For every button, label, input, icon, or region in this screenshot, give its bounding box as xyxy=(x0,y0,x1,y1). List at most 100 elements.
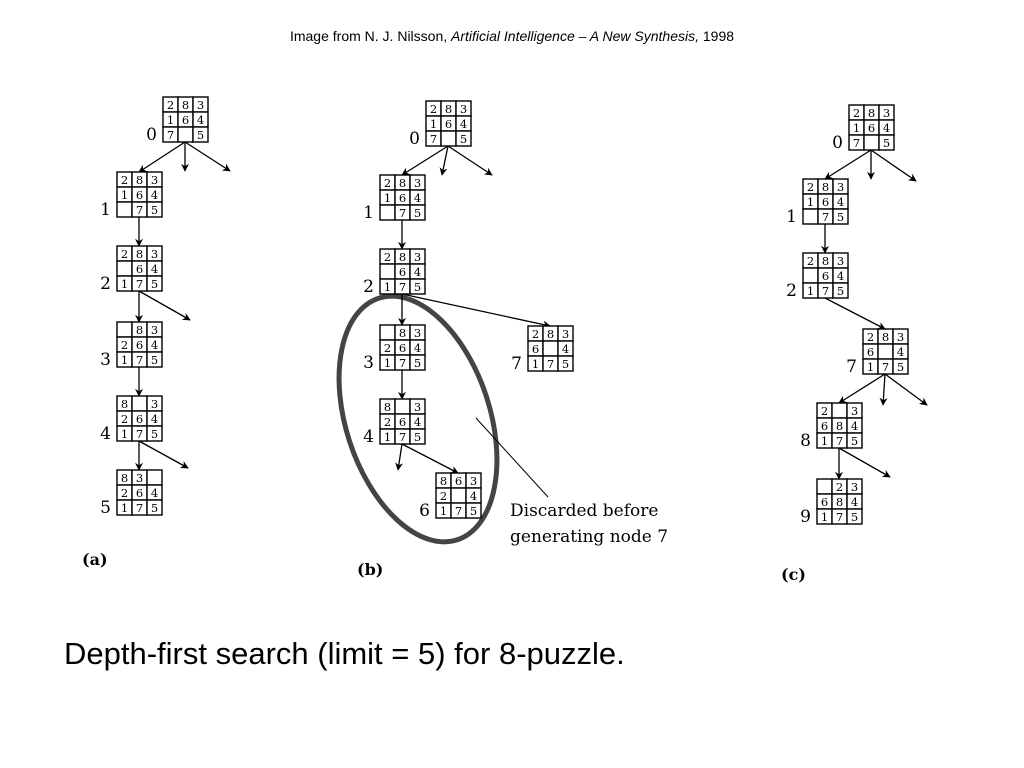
tile-number: 4 xyxy=(414,415,421,429)
puzzle-cell xyxy=(116,201,133,218)
tile-number: 6 xyxy=(399,341,406,355)
puzzle-cell xyxy=(379,263,396,280)
tile-number: 7 xyxy=(136,203,143,217)
tile-number: 4 xyxy=(151,188,158,202)
tile-number: 8 xyxy=(836,495,843,509)
puzzle-cell xyxy=(146,469,163,486)
node-number-label: 6 xyxy=(419,501,430,521)
node-number-label: 7 xyxy=(511,354,522,374)
tile-number: 1 xyxy=(121,427,128,441)
tile-number: 6 xyxy=(399,191,406,205)
tile-number: 1 xyxy=(807,284,814,298)
tile-number: 4 xyxy=(151,412,158,426)
tile-number: 7 xyxy=(455,504,462,518)
tile-number: 6 xyxy=(399,265,406,279)
credit-year: 1998 xyxy=(698,28,735,44)
puzzle-cell xyxy=(394,398,411,415)
tile-number: 3 xyxy=(460,102,467,116)
node-number-label: 9 xyxy=(800,507,811,527)
tile-number: 5 xyxy=(151,277,158,291)
tree-edge-arrow xyxy=(838,373,886,404)
tile-number: 3 xyxy=(197,98,204,112)
tile-number: 7 xyxy=(547,357,554,371)
puzzle-cell xyxy=(146,425,163,442)
tree-edge-arrow xyxy=(138,440,189,469)
tile-number: 5 xyxy=(897,360,904,374)
tile-number: 1 xyxy=(121,501,128,515)
credit-prefix: Image from N. J. Nilsson, xyxy=(289,28,452,44)
tile-number: 1 xyxy=(121,277,128,291)
node-number-label: 0 xyxy=(832,133,843,153)
discarded-annotation-text: generating node 7 xyxy=(510,527,668,547)
tree-edge-arrow xyxy=(138,141,186,173)
puzzle-cell xyxy=(802,208,819,225)
tile-number: 2 xyxy=(121,412,128,426)
tile-number: 6 xyxy=(136,188,143,202)
puzzle-cell xyxy=(146,275,163,292)
tile-number: 5 xyxy=(837,210,844,224)
puzzle-cell xyxy=(863,134,880,151)
tile-number: 7 xyxy=(136,501,143,515)
tile-number: 7 xyxy=(836,510,843,524)
tile-number: 6 xyxy=(867,345,874,359)
tile-number: 5 xyxy=(470,504,477,518)
tile-number: 6 xyxy=(455,474,462,488)
tile-number: 6 xyxy=(822,269,829,283)
puzzle-cell xyxy=(409,428,426,445)
tile-number: 4 xyxy=(837,195,844,209)
tile-number: 2 xyxy=(384,341,391,355)
tile-number: 7 xyxy=(430,132,437,146)
tile-number: 6 xyxy=(182,113,189,127)
tile-number: 8 xyxy=(136,323,143,337)
tile-number: 1 xyxy=(853,121,860,135)
tile-number: 7 xyxy=(853,136,860,150)
annotation-leader-line xyxy=(475,417,549,498)
tile-number: 1 xyxy=(430,117,437,131)
tile-number: 1 xyxy=(384,280,391,294)
tile-number: 2 xyxy=(384,176,391,190)
node-number-label: 1 xyxy=(786,207,797,227)
tile-number: 4 xyxy=(151,338,158,352)
puzzle-cell xyxy=(877,343,894,360)
tile-number: 5 xyxy=(151,427,158,441)
tile-number: 2 xyxy=(384,250,391,264)
puzzle-cell xyxy=(878,134,895,151)
tile-number: 5 xyxy=(151,501,158,515)
tile-number: 3 xyxy=(414,400,421,414)
tile-number: 7 xyxy=(136,353,143,367)
tile-number: 5 xyxy=(460,132,467,146)
puzzle-cell xyxy=(450,487,467,504)
discarded-annotation-text: Discarded before xyxy=(510,501,658,521)
tile-number: 6 xyxy=(136,412,143,426)
tile-number: 2 xyxy=(121,338,128,352)
node-number-label: 8 xyxy=(800,431,811,451)
puzzle-cell xyxy=(146,351,163,368)
node-number-label: 1 xyxy=(100,200,111,220)
node-number-label: 4 xyxy=(363,427,374,447)
tile-number: 3 xyxy=(414,326,421,340)
tree-edge-arrow xyxy=(884,373,928,406)
tile-number: 3 xyxy=(151,323,158,337)
tree-edge-arrow xyxy=(401,145,449,176)
puzzle-cell xyxy=(831,402,848,419)
slide-caption: Depth-first search (limit = 5) for 8-puz… xyxy=(64,636,625,671)
tree-edge-arrow xyxy=(870,149,917,182)
tile-number: 2 xyxy=(167,98,174,112)
tree-edge-arrow xyxy=(824,297,886,330)
tile-number: 1 xyxy=(440,504,447,518)
tree-edge-arrow xyxy=(879,373,888,406)
tree-edge-arrow xyxy=(138,290,191,321)
tile-number: 1 xyxy=(867,360,874,374)
tile-number: 5 xyxy=(414,206,421,220)
tile-number: 6 xyxy=(136,338,143,352)
